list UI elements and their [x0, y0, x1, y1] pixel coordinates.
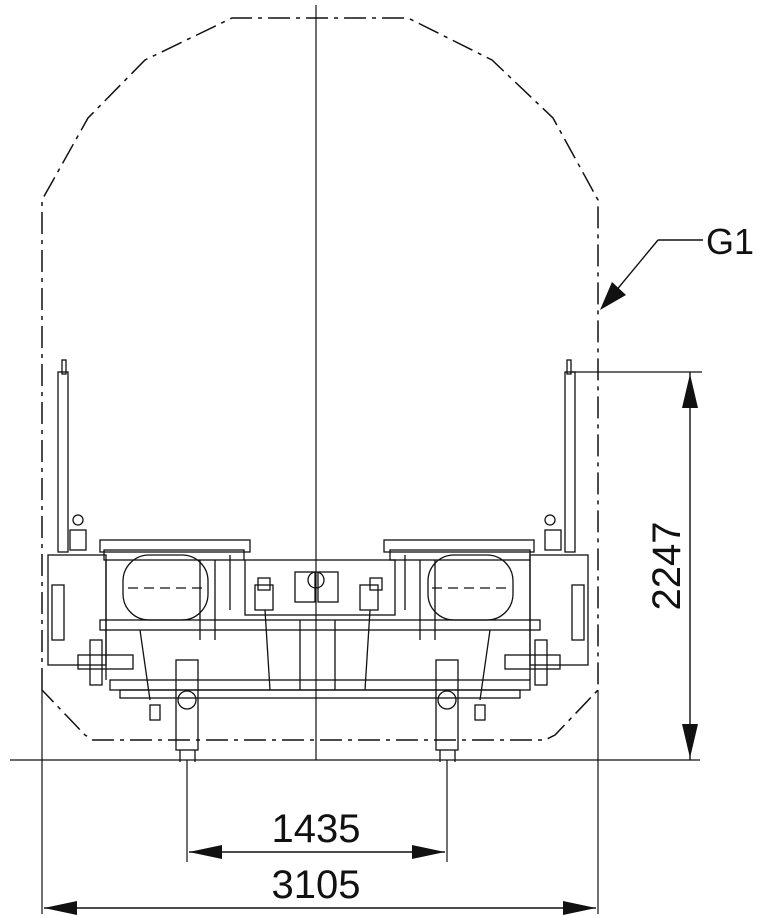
total-width-dimension	[41, 690, 599, 915]
gauge-outline	[41, 17, 599, 741]
total-width-value: 3105	[272, 863, 361, 907]
bogie-frame	[47, 359, 589, 762]
gauge-label: G1	[706, 221, 754, 262]
height-dimension-value: 2247	[645, 522, 689, 611]
gauge-leader-arrowhead	[600, 282, 626, 310]
track-gauge-value: 1435	[272, 807, 361, 851]
track-gauge-dimension	[186, 760, 448, 862]
height-dimension	[570, 371, 702, 760]
